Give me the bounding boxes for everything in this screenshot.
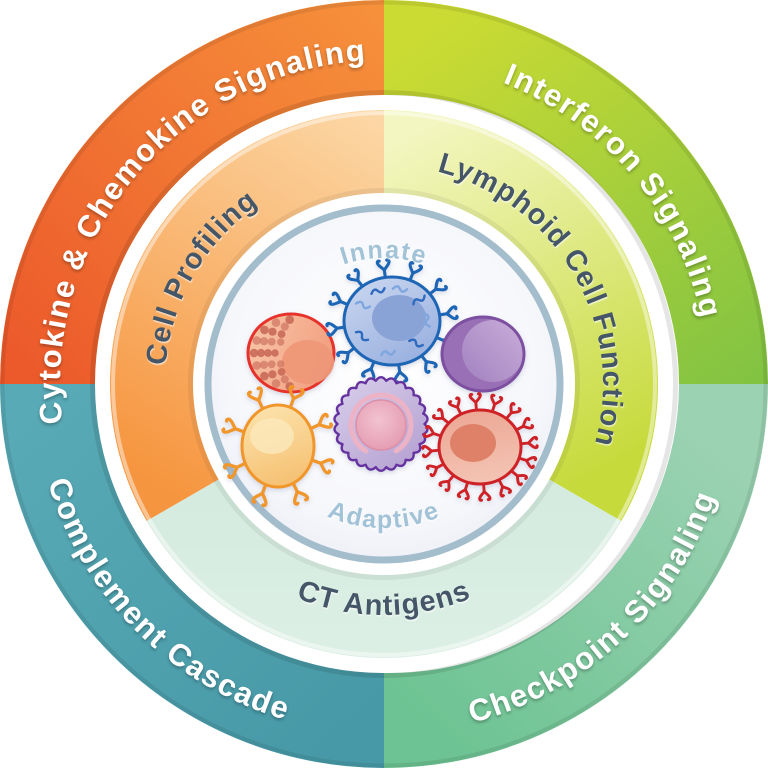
middle-ring-outer-highlight	[111, 111, 657, 657]
middle-segment-lymphoid-cell-function	[384, 110, 659, 521]
t-cell-highlight	[250, 418, 294, 454]
outer-ring-inner-bevel	[90, 90, 678, 678]
granulocyte-nucleus	[282, 340, 334, 384]
outer-segment-interferon-signaling	[384, 0, 768, 384]
middle-segment-ct-antigens	[146, 479, 622, 659]
b-cell-nucleus	[450, 424, 496, 462]
outer-segment-cytokine-chemokine-signaling	[0, 0, 384, 384]
middle-ring-inner-bevel	[188, 188, 580, 580]
middle-segment-cell-profiling	[109, 109, 384, 521]
b-cell	[421, 392, 539, 502]
outer-segment-complement-cascade	[0, 384, 384, 768]
t-cell	[221, 384, 335, 508]
granulocyte-granules	[249, 315, 295, 391]
lymphocyte-highlight	[462, 320, 523, 382]
granulocyte-cell	[246, 312, 336, 394]
macrophage-cell	[325, 258, 459, 384]
outer-segment-checkpoint-signaling	[384, 384, 768, 768]
dendritic-nucleus-ring	[348, 392, 414, 454]
dendritic-nucleus	[355, 399, 407, 451]
middle-ring	[109, 109, 659, 659]
lymphocyte-cell	[440, 315, 526, 393]
immune-cells	[221, 258, 539, 508]
macrophage-nucleus	[372, 295, 426, 341]
dendritic-cell	[333, 375, 429, 473]
